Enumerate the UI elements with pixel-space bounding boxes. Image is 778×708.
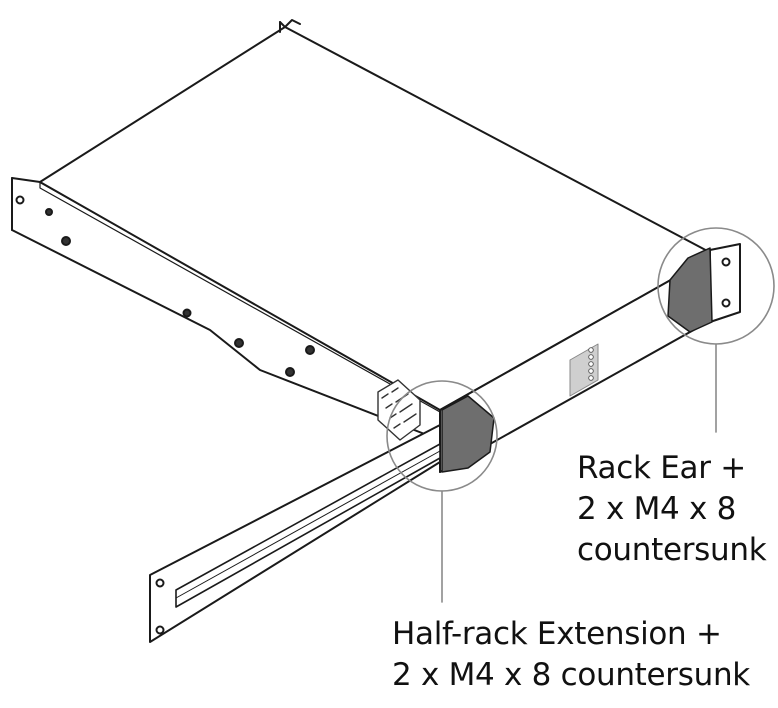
extension-hole <box>155 578 165 588</box>
extension-joint-shade <box>441 395 495 473</box>
rack-ear-shade <box>667 247 713 333</box>
half-rack-extension-callout-line2: 2 x M4 x 8 countersunk <box>392 657 750 693</box>
bracket-screw <box>305 345 315 355</box>
half-rack-extension-callout: Half-rack Extension + 2 x M4 x 8 counter… <box>392 614 750 696</box>
half-rack-extension-callout-line1: Half-rack Extension + <box>392 616 722 652</box>
rack-ear-hole <box>721 257 731 267</box>
bracket-screw <box>285 367 295 377</box>
led-indicator-panel <box>569 343 599 397</box>
bracket-screw <box>182 308 192 318</box>
rack-ear-callout-line1: Rack Ear + <box>577 450 746 486</box>
bracket-screw <box>45 208 53 216</box>
rack-ear-hole <box>721 298 731 308</box>
bracket-hole <box>15 195 25 205</box>
rack-ear-callout-line2: 2 x M4 x 8 <box>577 491 737 527</box>
extension-hole <box>155 625 165 635</box>
rack-ear-callout: Rack Ear + 2 x M4 x 8 countersunk <box>577 448 767 571</box>
bracket-screw <box>61 236 71 246</box>
bracket-screw <box>234 338 244 348</box>
half-rack-extension-bar <box>149 424 441 643</box>
rack-ear <box>667 243 741 333</box>
rack-ear-callout-line3: countersunk <box>577 532 767 568</box>
